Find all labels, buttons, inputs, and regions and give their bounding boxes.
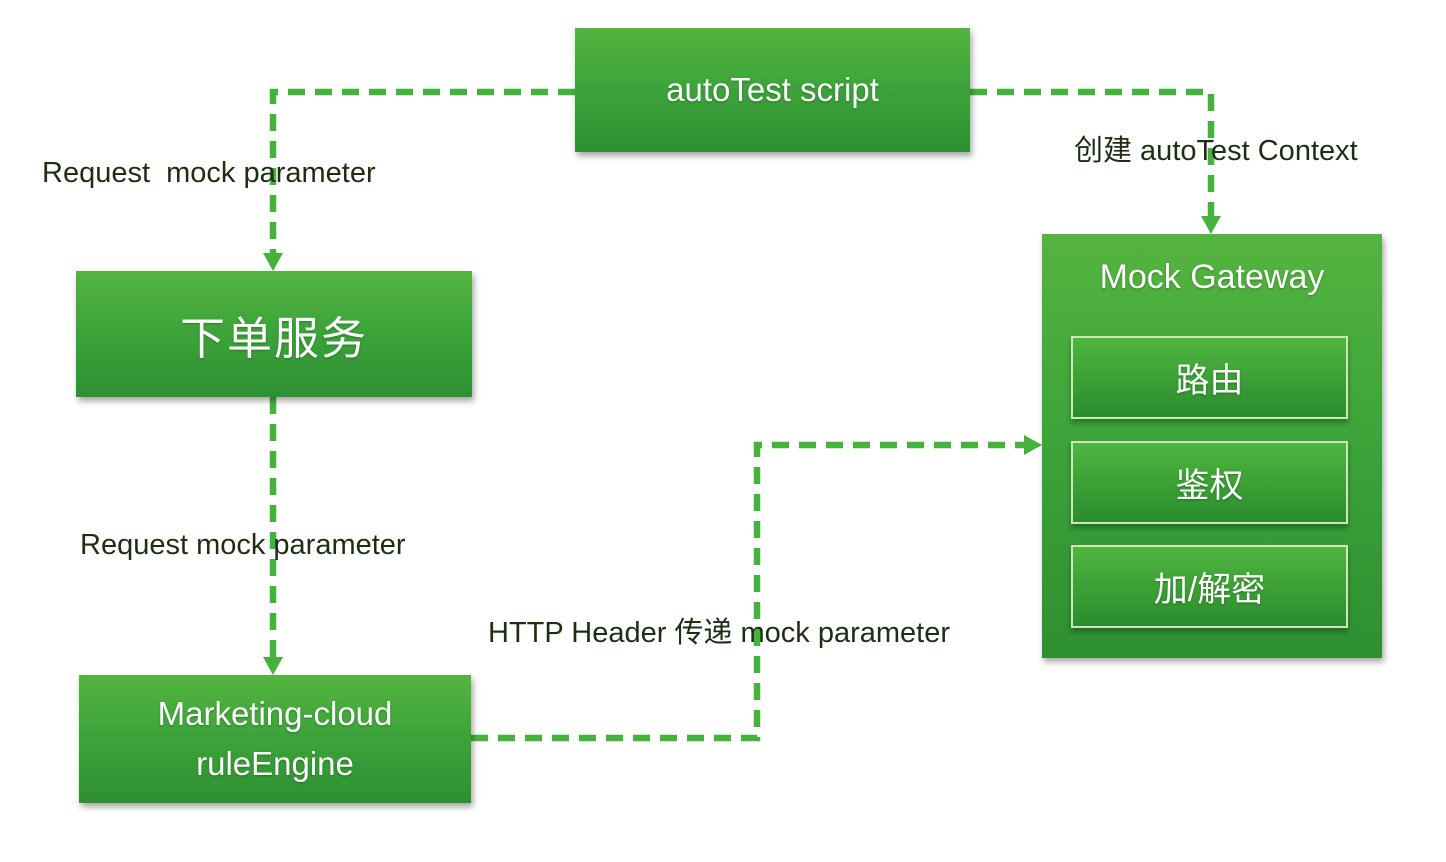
edge-rule-engine-to-mock-gateway xyxy=(471,435,1042,742)
module-encryption-decryption-label: 加/解密 xyxy=(1153,571,1266,609)
module-routing: 路由 xyxy=(1071,336,1348,419)
node-rule-engine: Marketing-cloud ruleEngine xyxy=(79,675,471,803)
module-encryption-decryption: 加/解密 xyxy=(1071,545,1348,628)
module-authentication-label: 鉴权 xyxy=(1175,467,1244,505)
node-order-service: 下单服务 xyxy=(76,271,472,397)
node-order-service-label: 下单服务 xyxy=(179,312,368,364)
node-rule-engine-label-line1: Marketing-cloud xyxy=(157,695,393,732)
edge-autotest-to-order-service xyxy=(263,88,575,271)
edge-label-http-header-pass-mock-parameter: HTTP Header 传递 mock parameter xyxy=(488,617,950,649)
edge-label-request-mock-parameter-top: Request mock parameter xyxy=(42,157,376,189)
edge-label-request-mock-parameter-bottom: Request mock parameter xyxy=(80,529,406,561)
node-mock-gateway: Mock Gateway 路由 鉴权 加/解密 xyxy=(1042,234,1382,658)
module-authentication: 鉴权 xyxy=(1071,441,1348,524)
edge-autotest-to-mock-gateway xyxy=(970,88,1221,234)
node-rule-engine-label-line2: ruleEngine xyxy=(196,745,354,782)
node-autotest-script-label: autoTest script xyxy=(666,71,879,108)
node-autotest-script: autoTest script xyxy=(575,28,970,152)
edge-label-create-autotest-context: 创建 autoTest Context xyxy=(1074,135,1358,167)
mock-gateway-title: Mock Gateway xyxy=(1099,258,1325,296)
module-routing-label: 路由 xyxy=(1175,362,1244,400)
